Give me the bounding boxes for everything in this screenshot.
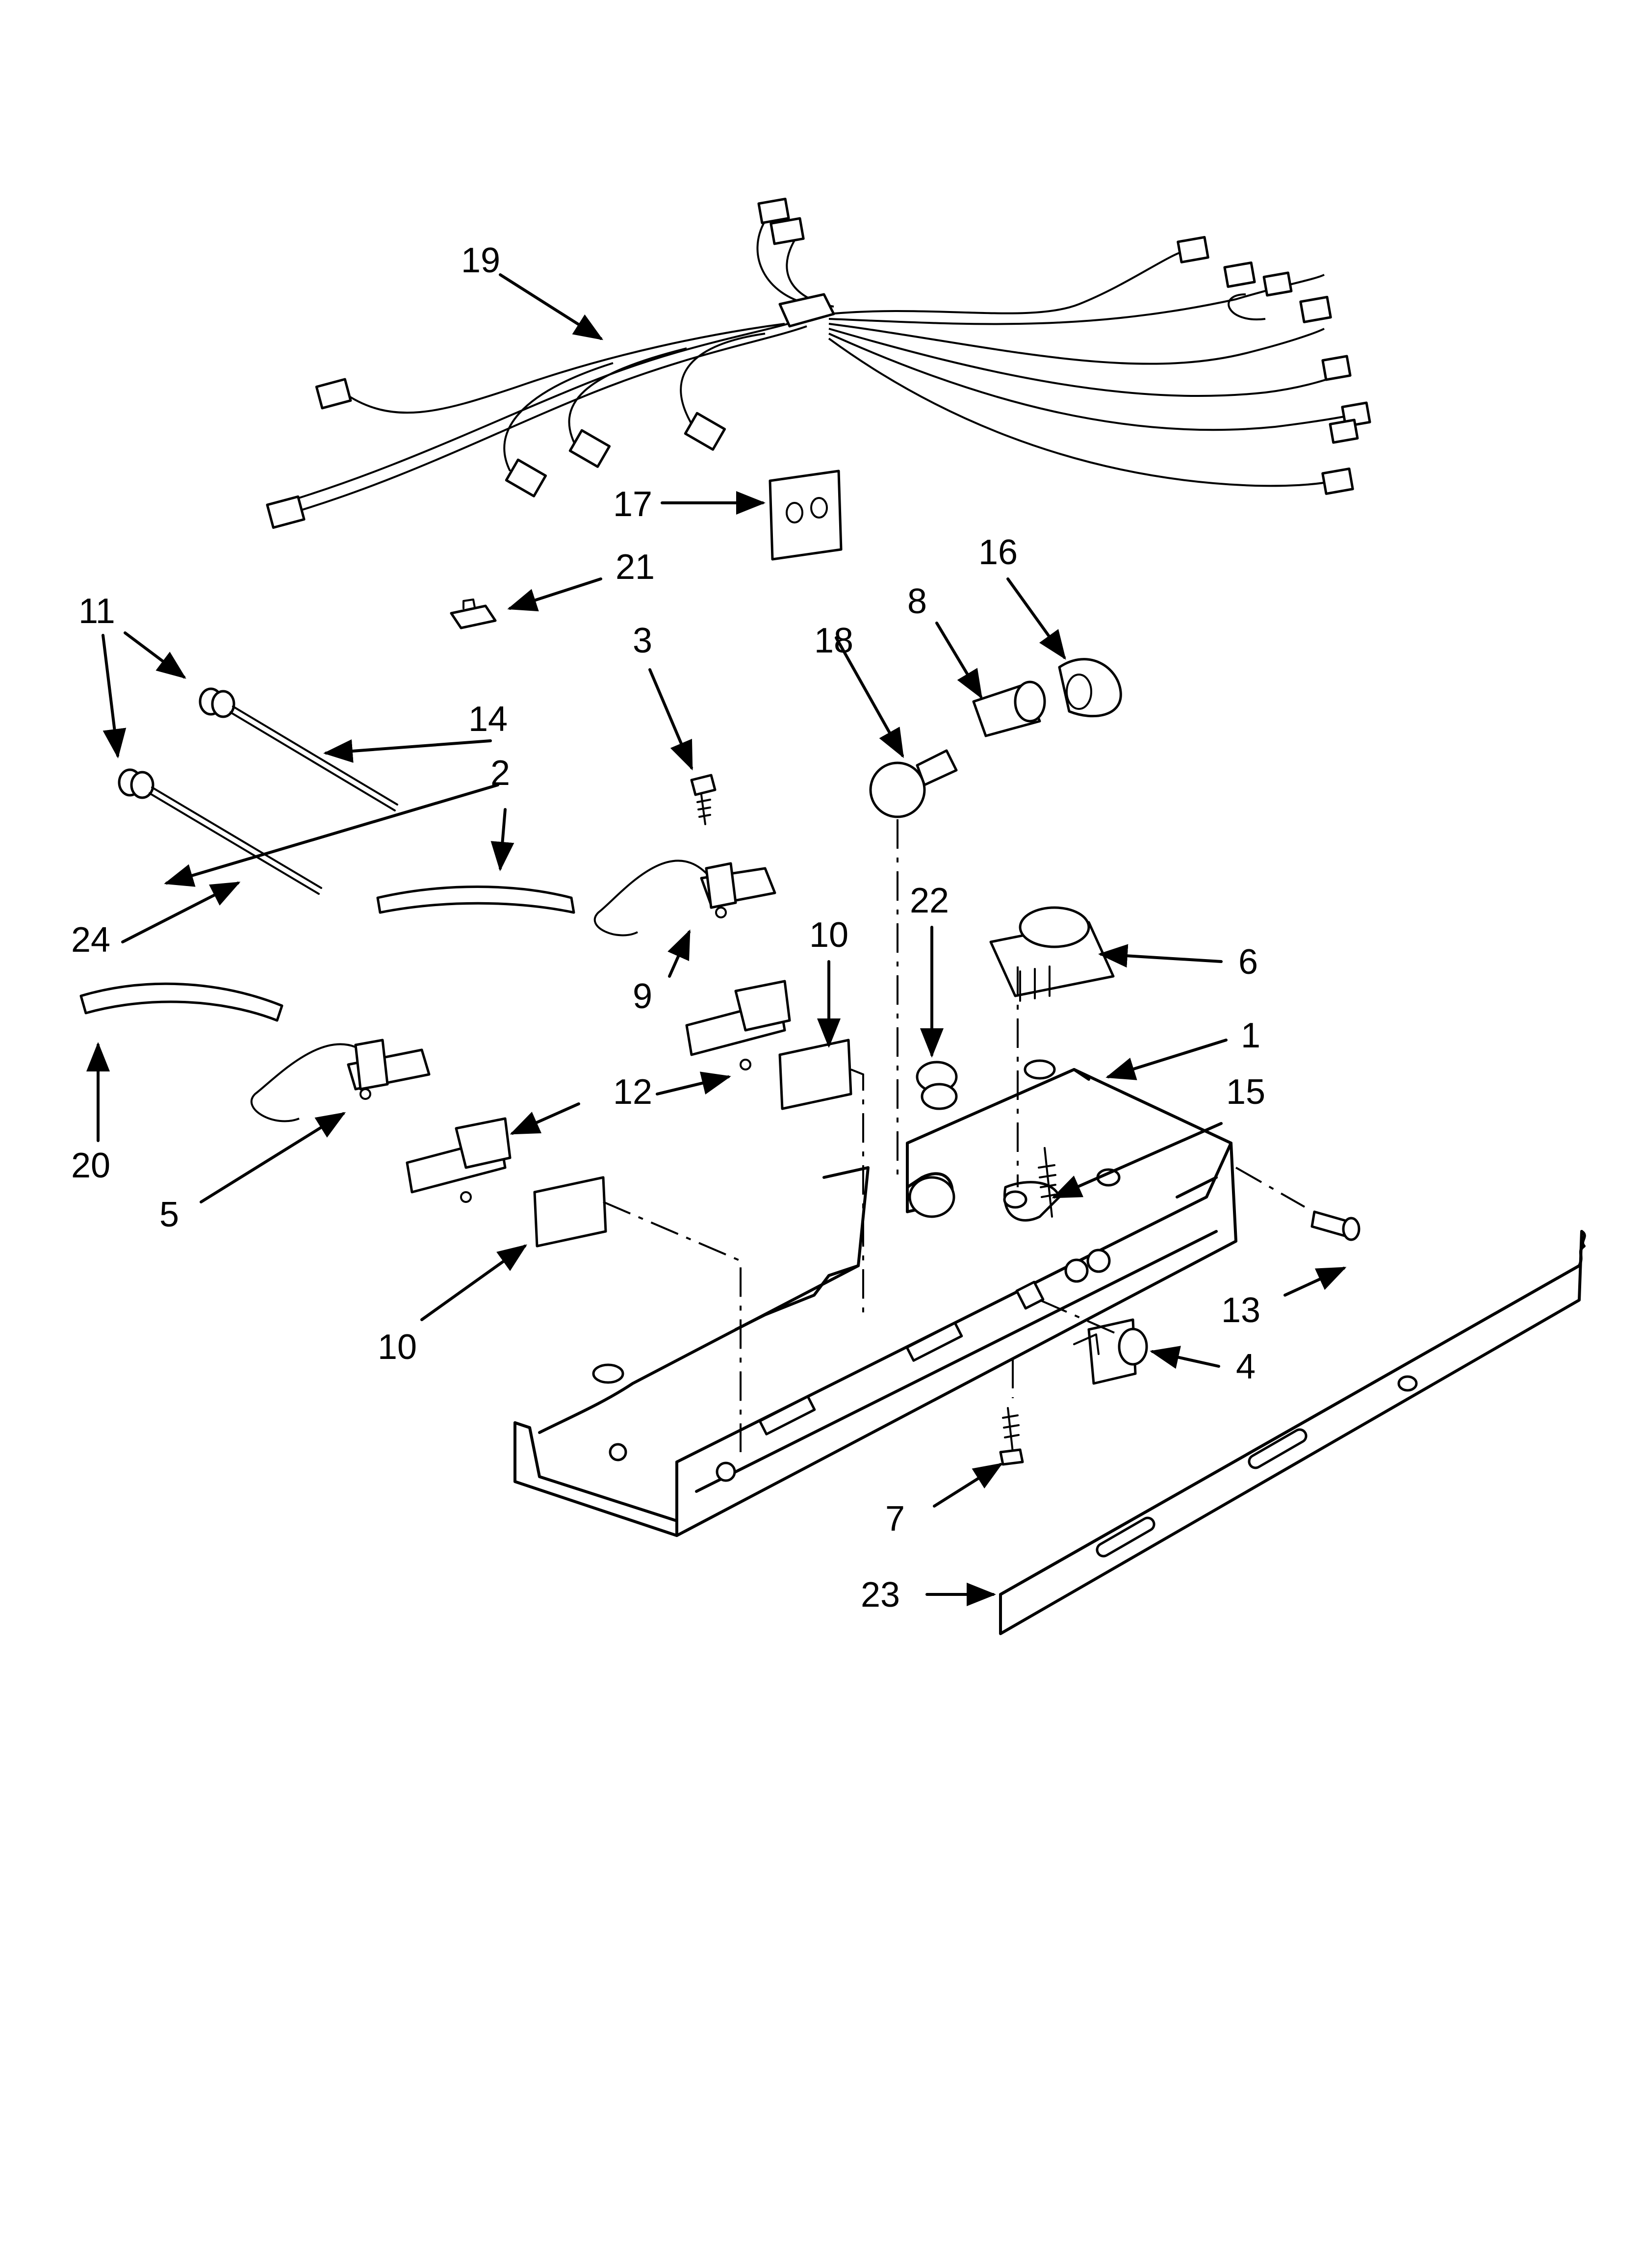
- label-10-upper: [778, 1039, 852, 1110]
- callout-9: 9: [633, 977, 652, 1016]
- capillary-tube-upper: [199, 687, 398, 811]
- screw-3: [690, 774, 717, 825]
- sensor-9: [593, 860, 776, 937]
- sensor-5: [250, 1039, 431, 1122]
- callout-labels: 19 17 21 11 14 3 2 24 9 18 8 16 22 10 6 …: [71, 241, 1265, 1615]
- temperature-control: [989, 906, 1115, 1002]
- callout-16: 16: [978, 533, 1018, 572]
- callout-4: 4: [1236, 1347, 1256, 1386]
- callout-23: 23: [861, 1575, 900, 1615]
- screw-13: [1310, 1210, 1360, 1241]
- screw-7: [999, 1407, 1024, 1466]
- callout-3: 3: [633, 621, 652, 660]
- hose-lower: [79, 982, 283, 1022]
- callout-10-lower: 10: [378, 1328, 417, 1367]
- callout-15: 15: [1226, 1072, 1265, 1112]
- label-10-lower: [533, 1176, 607, 1248]
- callout-21: 21: [616, 547, 655, 587]
- callout-12: 12: [613, 1072, 652, 1112]
- switch-4: [1073, 1318, 1148, 1385]
- callout-18: 18: [814, 621, 853, 660]
- trim-strip: [999, 1230, 1586, 1635]
- callout-6: 6: [1238, 942, 1258, 982]
- callout-5: 5: [159, 1195, 179, 1234]
- callout-14: 14: [468, 700, 508, 739]
- callout-20: 20: [71, 1146, 110, 1185]
- control-housing: [513, 1059, 1237, 1537]
- push-button: [916, 1061, 958, 1110]
- wire-harness: [266, 197, 1371, 529]
- callout-13: 13: [1221, 1291, 1260, 1330]
- callout-1: 1: [1241, 1016, 1260, 1055]
- screw-15: [1038, 1147, 1056, 1218]
- bracket-12-lower: [406, 1117, 512, 1203]
- mounting-plate: [769, 469, 843, 561]
- hose-upper: [376, 886, 575, 914]
- bracket-12-upper: [685, 980, 791, 1070]
- callout-arrows: [86, 273, 1347, 1606]
- capillary-tube-lower: [118, 768, 322, 895]
- light-bulb: [869, 749, 958, 818]
- lamp-holder: [1058, 658, 1122, 718]
- callout-8: 8: [907, 582, 927, 621]
- callout-22: 22: [910, 881, 949, 920]
- callout-17: 17: [613, 485, 652, 524]
- callout-2: 2: [490, 754, 510, 793]
- assembly-leader-lines: [603, 819, 1305, 1452]
- callout-7: 7: [885, 1499, 905, 1538]
- callout-10-upper: 10: [809, 915, 848, 955]
- callout-11: 11: [78, 592, 115, 631]
- wire-clip: [450, 599, 497, 629]
- lamp-socket: [972, 680, 1046, 737]
- callout-19: 19: [461, 241, 500, 280]
- callout-24: 24: [71, 920, 110, 960]
